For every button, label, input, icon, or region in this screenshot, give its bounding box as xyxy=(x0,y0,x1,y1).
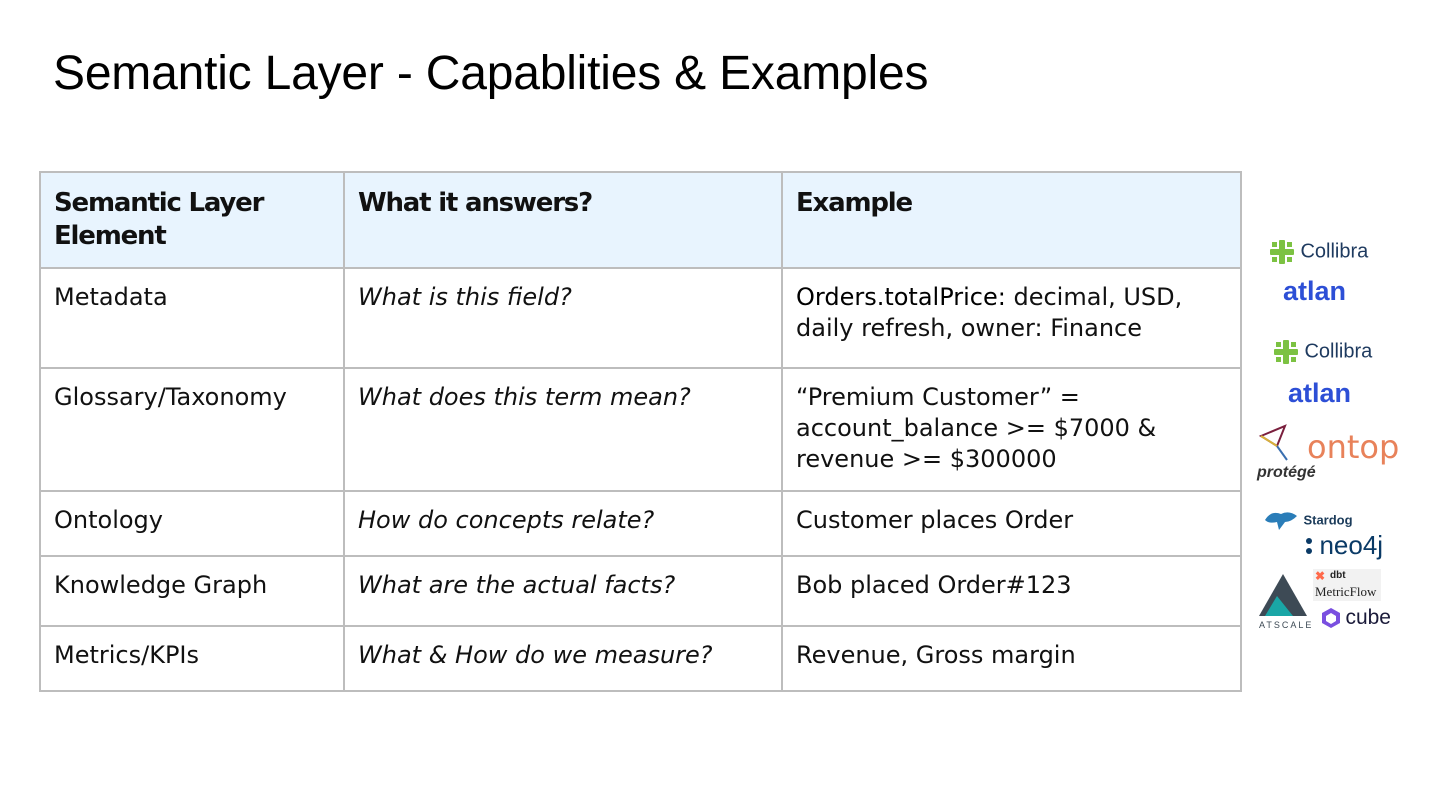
row-example: “Premium Customer” = account_balance >= … xyxy=(781,367,1242,492)
row-element: Knowledge Graph xyxy=(39,555,345,627)
collibra-logo: Collibra xyxy=(1268,238,1368,266)
protege-icon xyxy=(1258,424,1288,461)
vendor-logos: Collibra atlan Collibra atlan ontop prot… xyxy=(1255,230,1425,640)
row-example: Revenue, Gross margin xyxy=(781,625,1242,692)
table-row: Metrics/KPIs What & How do we measure? R… xyxy=(39,625,1242,692)
row-question: How do concepts relate? xyxy=(343,490,783,557)
neo4j-icon xyxy=(1306,537,1312,554)
collibra-wordmark: Collibra xyxy=(1304,340,1373,363)
dbt-icon: ✖ xyxy=(1315,569,1326,583)
neo4j-wordmark: neo4j xyxy=(1319,530,1384,560)
header-element: Semantic Layer Element xyxy=(39,171,345,269)
row-question: What are the actual facts? xyxy=(343,555,783,627)
row-question: What is this field? xyxy=(343,267,783,369)
row-example: Orders.totalPrice: decimal, USD, daily r… xyxy=(781,267,1242,369)
cube-icon xyxy=(1322,608,1340,628)
example-text: decimal, USD, daily refresh, owner: Fina… xyxy=(796,283,1183,342)
stardog-logo: Stardog xyxy=(1263,508,1353,532)
atlan-logo: atlan xyxy=(1288,378,1352,408)
table-row: Knowledge Graph What are the actual fact… xyxy=(39,555,1242,627)
table-header-row: Semantic Layer Element What it answers? … xyxy=(39,171,1242,269)
atscale-logo: ATSCALE xyxy=(1257,572,1311,632)
atlan-logo: atlan xyxy=(1283,276,1347,306)
row-element: Metrics/KPIs xyxy=(39,625,345,692)
protege-ontop-logos: ontop protégé xyxy=(1257,422,1417,488)
cube-wordmark: cube xyxy=(1345,606,1391,629)
collibra-logo: Collibra xyxy=(1272,338,1372,366)
dbt-wordmark: dbt xyxy=(1330,570,1346,581)
header-example: Example xyxy=(781,171,1242,269)
row-element: Glossary/Taxonomy xyxy=(39,367,345,492)
row-question: What & How do we measure? xyxy=(343,625,783,692)
row-question: What does this term mean? xyxy=(343,367,783,492)
table-row: Glossary/Taxonomy What does this term me… xyxy=(39,367,1242,492)
metricflow-wordmark: MetricFlow xyxy=(1315,584,1377,599)
metricflow-logo: ✖ dbt MetricFlow xyxy=(1313,569,1381,601)
row-example: Customer places Order xyxy=(781,490,1242,557)
table-row: Ontology How do concepts relate? Custome… xyxy=(39,490,1242,557)
example-lead: Orders.totalPrice: xyxy=(796,283,1006,311)
atscale-icon xyxy=(1259,574,1307,616)
header-question: What it answers? xyxy=(343,171,783,269)
cube-logo: cube xyxy=(1321,606,1391,630)
stardog-icon xyxy=(1265,512,1297,530)
stardog-wordmark: Stardog xyxy=(1303,512,1353,528)
protege-wordmark: protégé xyxy=(1257,464,1316,481)
collibra-icon xyxy=(1270,240,1294,264)
row-element: Metadata xyxy=(39,267,345,369)
atscale-wordmark: ATSCALE xyxy=(1259,620,1314,630)
ontop-wordmark: ontop xyxy=(1307,428,1400,466)
row-example: Bob placed Order#123 xyxy=(781,555,1242,627)
table-row: Metadata What is this field? Orders.tota… xyxy=(39,267,1242,369)
collibra-wordmark: Collibra xyxy=(1300,240,1369,263)
semantic-layer-table: Semantic Layer Element What it answers? … xyxy=(39,171,1242,692)
row-element: Ontology xyxy=(39,490,345,557)
collibra-icon xyxy=(1274,340,1298,364)
neo4j-logo: neo4j xyxy=(1305,530,1383,561)
page-title: Semantic Layer - Capablities & Examples xyxy=(53,47,929,100)
